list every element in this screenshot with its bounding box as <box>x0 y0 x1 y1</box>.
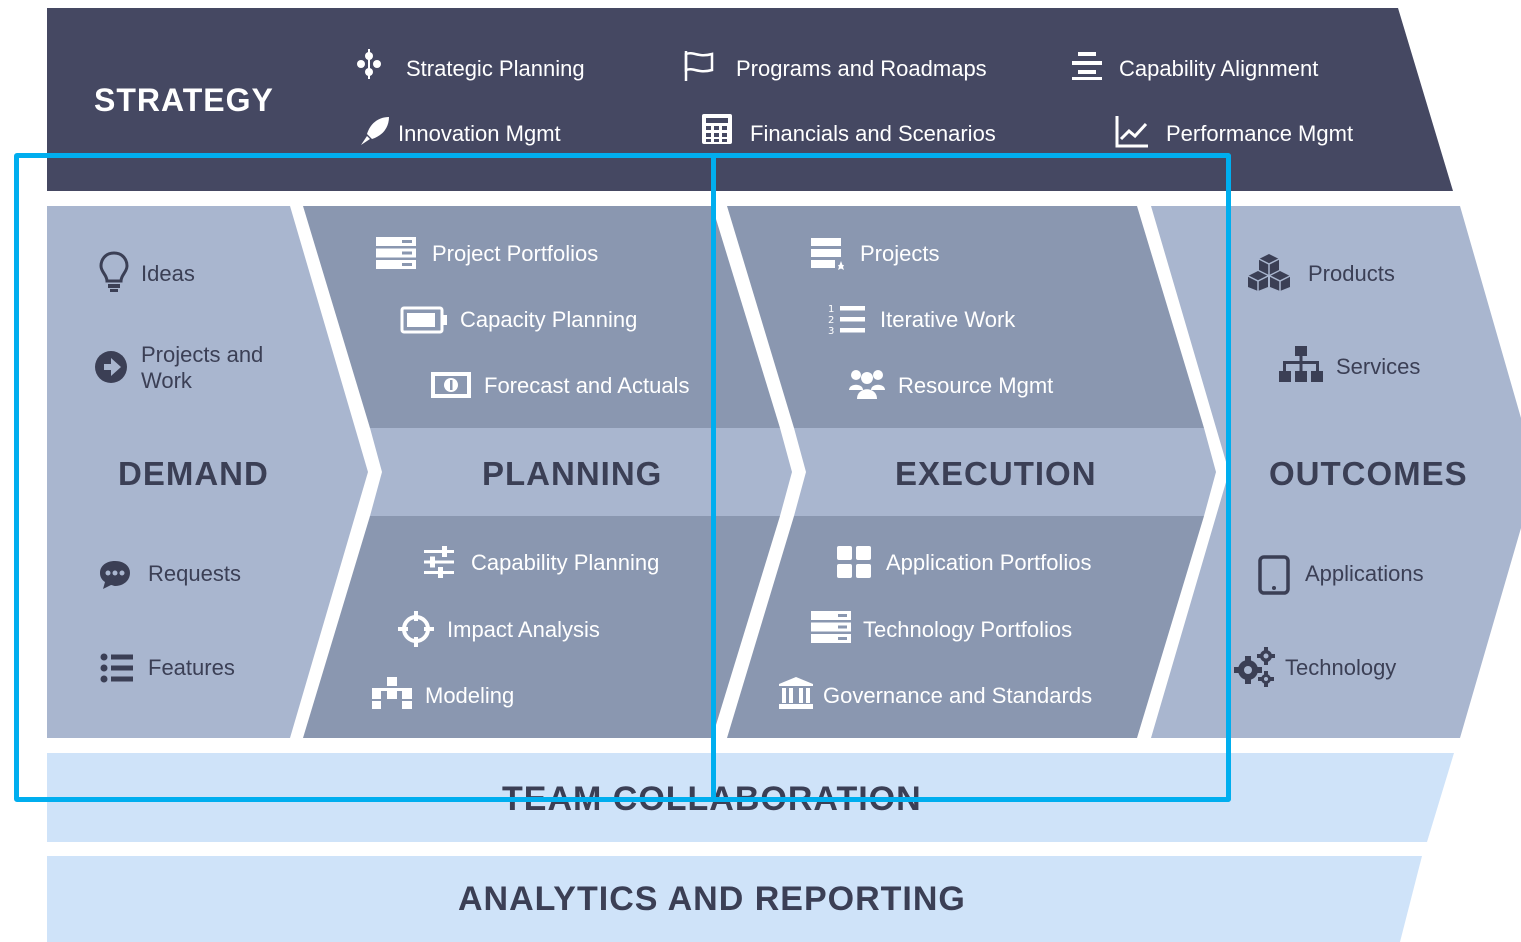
planning-bottom <box>303 516 780 738</box>
flag-icon <box>682 49 716 83</box>
battery-icon <box>400 303 448 337</box>
execution-title: EXECUTION <box>895 455 1097 492</box>
svg-text:2: 2 <box>828 315 834 326</box>
planning-item-impact: Impact Analysis <box>447 617 600 642</box>
execution-item-resource: Resource Mgmt <box>898 373 1054 398</box>
demand-column <box>47 206 368 738</box>
highlight-box-execution <box>711 153 1231 802</box>
portfolio-stack-icon <box>376 236 416 270</box>
execution-item-applications: Application Portfolios <box>886 550 1092 575</box>
strategy-title: STRATEGY <box>94 82 274 118</box>
list-icon <box>100 651 134 685</box>
grid-icon <box>836 545 872 579</box>
planning-item-forecast: Forecast and Actuals <box>484 373 690 398</box>
analytics-reporting-label: ANALYTICS AND REPORTING <box>458 880 966 918</box>
projects-icon <box>810 237 844 271</box>
execution-top <box>727 206 1204 428</box>
money-icon <box>430 368 472 402</box>
gears-icon <box>1234 646 1276 688</box>
cubes-icon <box>1245 253 1293 291</box>
calculator-icon <box>700 112 734 146</box>
demand-item-ideas: Ideas <box>141 261 195 286</box>
strategy-banner <box>47 8 1453 191</box>
execution-item-projects: Projects <box>860 241 940 266</box>
institution-icon <box>778 676 814 710</box>
tablet-icon <box>1258 555 1290 595</box>
speech-bubble-icon <box>98 557 132 591</box>
planning-title: PLANNING <box>482 455 663 492</box>
planning-item-capability: Capability Planning <box>471 550 660 575</box>
server-icon <box>810 610 852 644</box>
strategy-item-capability-alignment: Capability Alignment <box>1119 56 1319 81</box>
sitemap-icon <box>371 676 413 710</box>
demand-item-features: Features <box>148 655 235 680</box>
outcomes-column <box>1151 206 1521 738</box>
outcomes-item-applications: Applications <box>1305 561 1424 586</box>
svg-text:1: 1 <box>828 304 834 315</box>
outcomes-item-services: Services <box>1336 354 1421 379</box>
lightbulb-icon <box>97 250 131 294</box>
arrow-circle-icon <box>94 350 128 384</box>
align-icon <box>1070 48 1104 82</box>
demand-item-projects: Projects and Work <box>141 342 264 393</box>
users-icon <box>848 366 886 400</box>
sliders-icon <box>422 545 456 579</box>
rocket-icon <box>358 114 392 148</box>
line-chart-icon <box>1115 114 1149 148</box>
strategy-item-programs-roadmaps: Programs and Roadmaps <box>736 56 987 81</box>
strategy-item-strategic-planning: Strategic Planning <box>406 56 585 81</box>
demand-title: DEMAND <box>118 455 269 492</box>
strategy-item-innovation: Innovation Mgmt <box>398 121 561 146</box>
execution-item-governance: Governance and Standards <box>823 683 1093 708</box>
planning-top <box>303 206 780 428</box>
planning-middle <box>370 428 792 516</box>
execution-item-iterative: Iterative Work <box>880 307 1016 332</box>
execution-middle <box>794 428 1216 516</box>
planning-item-modeling: Modeling <box>425 683 515 708</box>
outcomes-item-products: Products <box>1308 261 1395 286</box>
strategy-item-performance: Performance Mgmt <box>1166 121 1354 146</box>
planning-item-project-portfolios: Project Portfolios <box>432 241 599 266</box>
crosshair-icon <box>397 610 435 648</box>
analytics-band <box>47 856 1422 942</box>
outcomes-title: OUTCOMES <box>1269 455 1468 492</box>
svg-text:3: 3 <box>828 326 834 336</box>
execution-item-technology: Technology Portfolios <box>863 617 1073 642</box>
outcomes-item-technology: Technology <box>1285 655 1397 680</box>
org-chart-icon <box>1279 345 1323 383</box>
planning-item-capacity-planning: Capacity Planning <box>460 307 638 332</box>
strategy-item-financials: Financials and Scenarios <box>750 121 996 146</box>
strategic-planning-icon <box>352 47 386 81</box>
demand-item-requests: Requests <box>148 561 241 586</box>
